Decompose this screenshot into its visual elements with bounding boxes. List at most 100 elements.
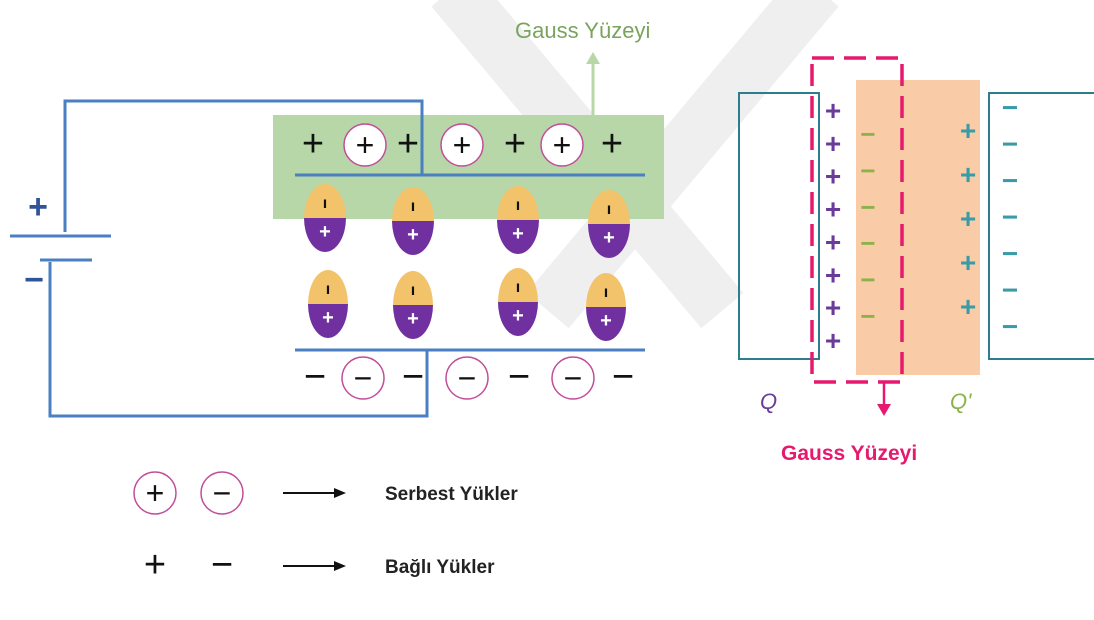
dipole-negative-half — [497, 186, 539, 220]
dipole-positive-sign: + — [600, 310, 612, 332]
dipole: ı+ — [393, 271, 433, 339]
gauss-label-right: Gauss Yüzeyi — [781, 442, 917, 465]
dipole-positive-half — [588, 224, 630, 258]
legend-bound-plus: + — [144, 544, 166, 586]
bottom-plate-free-circle — [341, 356, 385, 400]
top-plate-charges: +++++++ — [302, 123, 623, 167]
dipole: ı+ — [308, 270, 348, 338]
dipole-positive-half — [497, 220, 539, 254]
bottom-plate-free-circle — [445, 356, 489, 400]
bottom-plate-free-charge: − — [458, 360, 477, 396]
bottom-plate-charges: −−−−−−− — [304, 356, 634, 400]
left-plate-charge: + — [825, 95, 841, 126]
dipole-negative-half — [393, 271, 433, 305]
dipole-negative-sign: ı — [516, 197, 520, 214]
left-plate-charge: + — [825, 194, 841, 225]
dipole-positive-sign: + — [322, 307, 334, 329]
right-plate-charge: − — [1002, 202, 1018, 233]
dipole-negative-sign: ı — [323, 195, 327, 212]
bottom-plate-bound-charge: − — [304, 356, 326, 398]
bottom-plate-free-circle — [551, 356, 595, 400]
legend-free-plus-circle — [133, 471, 177, 515]
gauss-surface-pink — [810, 56, 904, 384]
top-plate-bound-charge: + — [397, 123, 419, 165]
circuit-wires — [48, 99, 429, 418]
left-plate-charge: + — [825, 259, 841, 290]
dielectric-right-charges: +++++ — [960, 115, 976, 322]
gauss-arrow-head-right — [877, 404, 891, 416]
battery-minus-sign: − — [24, 261, 44, 299]
left-plate — [738, 92, 820, 360]
bottom-plate-bound-charge: − — [508, 356, 530, 398]
dielectric-positive-charge: + — [960, 203, 976, 234]
gauss-label-left: Gauss Yüzeyi — [515, 18, 650, 43]
dipole-positive-sign: + — [407, 224, 419, 246]
left-plate-charge: + — [825, 161, 841, 192]
left-plate-charge: + — [825, 128, 841, 159]
dipole-negative-sign: ı — [604, 284, 608, 301]
dipole-positive-half — [304, 218, 346, 252]
dipole-positive-half — [586, 307, 626, 341]
dipole-positive-half — [392, 221, 434, 255]
dipole-positive-sign: + — [512, 305, 524, 327]
dipole-negative-half — [586, 273, 626, 307]
dipole: ı+ — [392, 187, 434, 255]
battery-plus-sign: + — [28, 188, 48, 226]
dielectric-positive-charge: + — [960, 291, 976, 322]
dielectric-left-charges: −−−−−− — [860, 119, 875, 331]
dipole-negative-sign: ı — [607, 201, 611, 218]
dipole-positive-half — [308, 304, 348, 338]
bottom-plate-free-charge: − — [564, 360, 583, 396]
dipole-negative-half — [308, 270, 348, 304]
right-plate-charge: − — [1002, 238, 1018, 269]
top-plate-free-circle — [343, 123, 387, 167]
right-plate-charge: − — [1002, 129, 1018, 160]
dipole-negative-sign: ı — [411, 198, 415, 215]
top-plate-bound-charge: + — [504, 123, 526, 165]
right-plate-charge: − — [1002, 92, 1018, 123]
left-plate-charge: + — [825, 325, 841, 356]
dielectric-positive-charge: + — [960, 247, 976, 278]
gauss-arrow-head-left — [586, 52, 600, 64]
legend-arrow-bound-head — [334, 561, 346, 571]
legend-free-plus: + — [146, 475, 165, 511]
dielectric-negative-charge: − — [860, 192, 875, 222]
dipole-positive-half — [393, 305, 433, 339]
top-plate-free-charge: + — [453, 127, 472, 163]
legend-free-minus: − — [213, 475, 232, 511]
dipole-negative-half — [588, 190, 630, 224]
bottom-plate-bound-charge: − — [612, 356, 634, 398]
dipole: ı+ — [497, 186, 539, 254]
top-plate-bound-charge: + — [302, 123, 324, 165]
top-plate-free-circle — [440, 123, 484, 167]
legend-arrow-free-head — [334, 488, 346, 498]
dipole: ı+ — [586, 273, 626, 341]
dielectric-slab — [856, 80, 980, 375]
dipole-positive-sign: + — [512, 223, 524, 245]
left-plate-charges: ++++++++ — [825, 95, 841, 356]
right-plate-charge: − — [1002, 165, 1018, 196]
right-plate-charge: − — [1002, 311, 1018, 342]
left-plate-charge: + — [825, 226, 841, 257]
dipole: ı+ — [304, 184, 346, 252]
dipole-negative-sign: ı — [516, 279, 520, 296]
legend-free-label: Serbest Yükler — [385, 484, 518, 505]
dielectric-negative-charge: − — [860, 301, 875, 331]
q-label: Q — [760, 389, 777, 414]
top-plate-free-charge: + — [553, 127, 572, 163]
dipole: ı+ — [498, 268, 538, 336]
bottom-plate-bound-charge: − — [402, 356, 424, 398]
right-plate-charge: − — [1002, 275, 1018, 306]
bottom-plate-free-charge: − — [354, 360, 373, 396]
dielectric-negative-charge: − — [860, 119, 875, 149]
dipole-negative-sign: ı — [326, 281, 330, 298]
dipole-positive-half — [498, 302, 538, 336]
dipole-negative-half — [392, 187, 434, 221]
dielectric-negative-charge: − — [860, 228, 875, 258]
top-plate-free-charge: + — [356, 127, 375, 163]
legend-bound-label: Bağlı Yükler — [385, 557, 495, 578]
legend: + − Serbest Yükler + − Bağlı Yükler — [133, 471, 518, 586]
q-prime-label: Q' — [950, 389, 972, 414]
top-plate-free-circle — [540, 123, 584, 167]
